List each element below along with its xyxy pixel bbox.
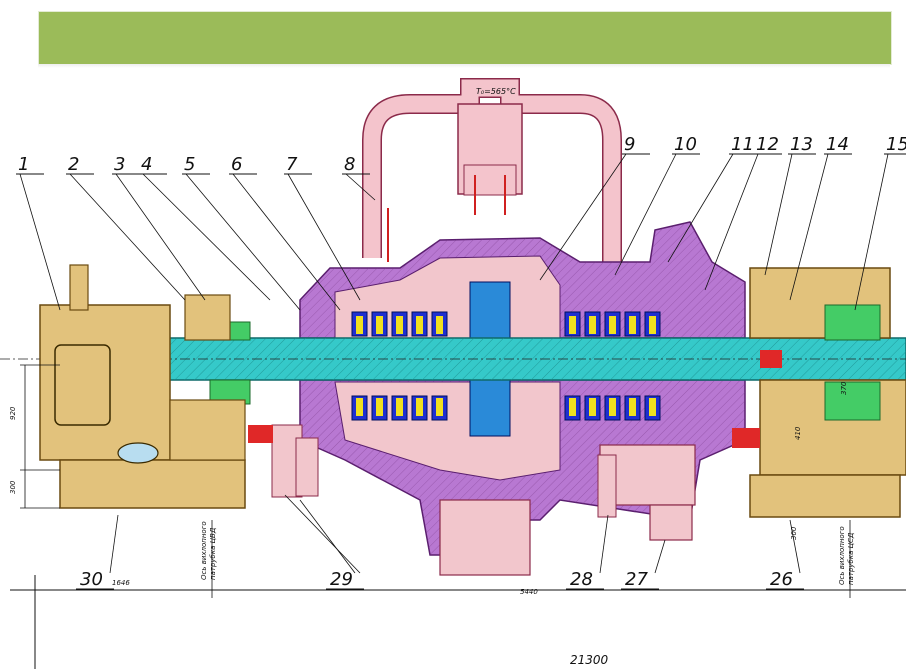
blade-bottom (356, 398, 363, 416)
dim-920: 920 (9, 406, 17, 420)
callout-leader (142, 173, 271, 301)
blade-top (589, 316, 596, 334)
callout-leader (287, 173, 361, 301)
callout-leader (19, 173, 61, 311)
callout-leader (764, 153, 793, 276)
blade-bottom (376, 398, 383, 416)
rear-bearing-block (732, 267, 906, 518)
axis-label-left-1: Ось вихлопного (200, 521, 208, 580)
part-number-6: 6 (231, 154, 242, 175)
blade-top (569, 316, 576, 334)
part-number-27: 27 (625, 569, 648, 590)
dim-300-right: 300 (790, 526, 798, 540)
callout-leader (704, 153, 759, 291)
blade-bottom (629, 398, 636, 416)
part-callouts: 1234567891011121314153029282726 (16, 134, 906, 590)
part-number-10: 10 (674, 134, 697, 155)
callout-leader (667, 153, 734, 263)
callout-leader (854, 153, 889, 311)
part-number-15: 15 (886, 134, 906, 155)
blade-bottom (416, 398, 423, 416)
blade-top (356, 316, 363, 334)
blade-bottom (609, 398, 616, 416)
part-number-29: 29 (330, 569, 353, 590)
part-number-7: 7 (286, 154, 298, 175)
axis-label-right-2: патрубка ЦСД (847, 532, 855, 585)
dim-410: 410 (794, 426, 802, 440)
part-number-8: 8 (344, 154, 355, 175)
callout-leader (69, 173, 186, 301)
control-stage-bottom (469, 379, 511, 437)
dim-21300: 21300 (570, 653, 609, 667)
blade-top (629, 316, 636, 334)
part-number-12: 12 (756, 134, 779, 155)
callout-leader (789, 153, 829, 301)
inlet-temperature-label: T₀=565°C (476, 87, 516, 96)
callout-leader (614, 153, 677, 276)
part-number-13: 13 (790, 134, 813, 155)
dim-300-left: 300 (9, 480, 17, 494)
blade-bottom (589, 398, 596, 416)
part-number-5: 5 (184, 154, 195, 175)
part-number-3: 3 (114, 154, 125, 175)
dim-370: 370 (840, 381, 848, 395)
callout-leader (185, 173, 301, 311)
blade-top (376, 316, 383, 334)
blade-top (396, 316, 403, 334)
blade-bottom (569, 398, 576, 416)
blade-top (416, 316, 423, 334)
steam-inlet-pipes: T₀=565°C (362, 78, 622, 262)
blade-bottom (396, 398, 403, 416)
callout-leader (539, 153, 627, 281)
part-number-14: 14 (826, 134, 849, 155)
front-bearing-block (39, 264, 273, 509)
axis-label-right-1: Ось вихлопного (838, 526, 846, 585)
rotor-stages (351, 281, 661, 437)
blade-top (649, 316, 656, 334)
callout-leader (299, 499, 356, 574)
dim-5440: 5440 (520, 588, 538, 596)
part-number-1: 1 (18, 154, 29, 175)
callout-leader (284, 494, 361, 574)
callout-leader (599, 514, 609, 574)
part-number-11: 11 (731, 134, 754, 155)
part-number-9: 9 (624, 134, 635, 155)
part-number-30: 30 (80, 569, 103, 590)
callout-leader (789, 519, 801, 574)
callout-leader (115, 173, 206, 301)
control-stage-top (469, 281, 511, 339)
title-banner (38, 11, 892, 65)
part-number-2: 2 (68, 154, 79, 175)
blade-top (609, 316, 616, 334)
part-number-4: 4 (141, 154, 152, 175)
dim-1646: 1646 (112, 579, 130, 587)
axis-label-left-2: патрубка ЦВД (209, 527, 217, 580)
blade-bottom (436, 398, 443, 416)
dimension-lines: 1646 5440 21300 920 300 300 370 410 Ось … (9, 364, 906, 669)
callout-leader (232, 173, 341, 311)
part-number-28: 28 (570, 569, 593, 590)
callout-leader (345, 173, 376, 201)
callout-leader (109, 514, 119, 574)
blade-top (436, 316, 443, 334)
callout-leader (654, 539, 666, 574)
part-number-26: 26 (770, 569, 793, 590)
blade-bottom (649, 398, 656, 416)
banner-shadow (38, 64, 890, 68)
